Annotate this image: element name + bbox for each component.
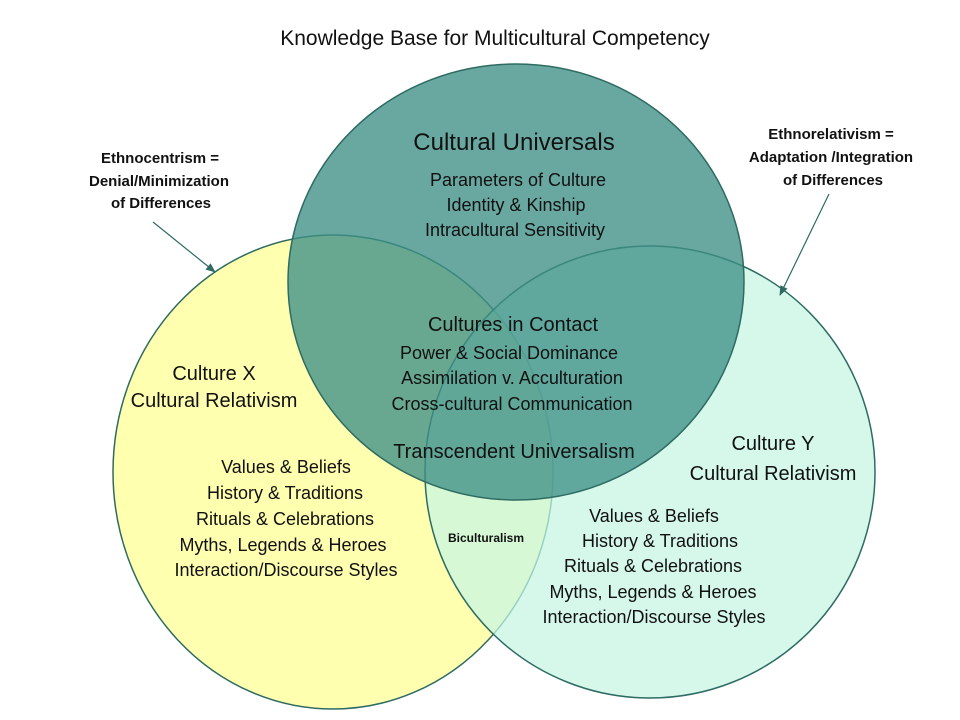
ethnorelativism-note: Ethnorelativism = bbox=[768, 126, 894, 143]
transcendent-universalism-label: Transcendent Universalism bbox=[393, 441, 635, 463]
ethnorelativism-note: Adaptation /Integration bbox=[749, 149, 913, 166]
culture-y-item: Values & Beliefs bbox=[589, 506, 719, 526]
biculturalism-label: Biculturalism bbox=[448, 531, 524, 545]
ethnocentrism-note: Ethnocentrism = bbox=[101, 150, 219, 167]
page-title: Knowledge Base for Multicultural Compete… bbox=[280, 27, 710, 50]
culture-x-item: Values & Beliefs bbox=[221, 457, 351, 477]
culture-y-subheading: Cultural Relativism bbox=[690, 463, 857, 485]
ethnorelativism-note: of Differences bbox=[783, 172, 883, 189]
ethnocentrism-note: Denial/Minimization bbox=[89, 173, 229, 190]
contact-item: Assimilation v. Acculturation bbox=[401, 368, 623, 388]
ethnorelativism-arrow bbox=[779, 193, 830, 296]
culture-x-item: Rituals & Celebrations bbox=[196, 509, 374, 529]
contact-item: Cross-cultural Communication bbox=[391, 394, 632, 414]
culture-y-item: Rituals & Celebrations bbox=[564, 556, 742, 576]
culture-y-item: History & Traditions bbox=[582, 531, 738, 551]
contact-item: Power & Social Dominance bbox=[400, 343, 618, 363]
culture-y-item: Interaction/Discourse Styles bbox=[542, 607, 765, 627]
universals-item: Intracultural Sensitivity bbox=[425, 220, 605, 240]
ethnocentrism-note: of Differences bbox=[111, 195, 211, 212]
culture-x-subheading: Cultural Relativism bbox=[131, 390, 298, 412]
culture-x-item: Myths, Legends & Heroes bbox=[179, 535, 386, 555]
universals-item: Identity & Kinship bbox=[446, 195, 585, 215]
universals-item: Parameters of Culture bbox=[430, 170, 606, 190]
ethnocentrism-arrow bbox=[152, 221, 216, 273]
culture-y-heading: Culture Y bbox=[731, 433, 814, 455]
culture-x-item: History & Traditions bbox=[207, 483, 363, 503]
culture-x-heading: Culture X bbox=[172, 363, 255, 385]
culture-y-item: Myths, Legends & Heroes bbox=[549, 582, 756, 602]
universals-heading: Cultural Universals bbox=[413, 129, 614, 156]
culture-x-item: Interaction/Discourse Styles bbox=[174, 560, 397, 580]
circle-cultural-universals bbox=[287, 63, 745, 501]
contact-heading: Cultures in Contact bbox=[428, 314, 599, 336]
